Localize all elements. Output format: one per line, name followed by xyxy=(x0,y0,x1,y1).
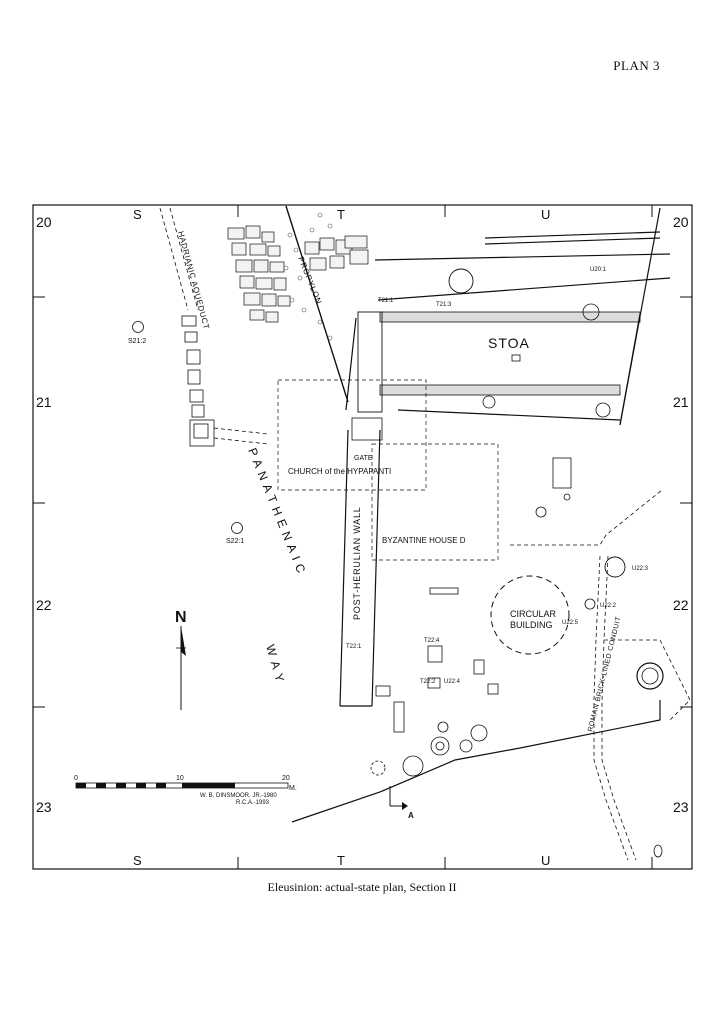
figure-caption: Eleusinion: actual-state plan, Section I… xyxy=(267,880,457,894)
label-u22-2: U22:2 xyxy=(600,603,617,609)
label-byzantine-house: BYZANTINE HOUSE D xyxy=(382,536,466,545)
byzantine-house-outline xyxy=(371,443,499,561)
lower-features xyxy=(370,457,572,777)
stoa-column-base-2 xyxy=(595,402,611,418)
excavation-boundary xyxy=(291,700,661,823)
label-hadrianic-aqueduct: HADRIANIC AQUEDUCT xyxy=(176,230,211,330)
round-basin-inner xyxy=(641,667,659,685)
propylon-masonry xyxy=(227,225,369,323)
small-ring xyxy=(563,493,571,501)
roman-conduit xyxy=(510,489,691,861)
marker-s22-1 xyxy=(231,522,243,534)
grid-row-right-20: 20 xyxy=(673,214,689,230)
label-s22-1: S22:1 xyxy=(226,538,244,545)
label-t21-1: T21:1 xyxy=(378,298,394,304)
scale-tick-0: 0 xyxy=(74,775,78,782)
grid-row-left-23: 23 xyxy=(36,799,52,815)
label-roman-conduit: ROMAN BRICK-LINED CONDUIT xyxy=(587,615,623,732)
round-basin xyxy=(636,662,664,690)
label-t22-2: T22:2 xyxy=(420,679,436,685)
grid-row-right-23: 23 xyxy=(673,799,689,815)
label-church: CHURCH of the HYPAPANTI xyxy=(288,467,391,476)
stoa-circle-feature xyxy=(582,303,600,321)
grid-row-right-21: 21 xyxy=(673,394,689,410)
section-marker-label: A xyxy=(408,811,414,820)
label-gate: GATE xyxy=(354,455,373,462)
grid-col-top-t: T xyxy=(337,207,345,222)
plan-number: PLAN 3 xyxy=(613,58,660,73)
marker-u20-1-circle xyxy=(448,268,474,294)
stoa-walls xyxy=(374,207,671,426)
label-u22-5: U22:5 xyxy=(562,620,579,626)
propylon-edge-line xyxy=(285,205,349,403)
scale-bar xyxy=(75,782,289,789)
label-t22-1: T22:1 xyxy=(346,644,362,650)
grid-ticks xyxy=(33,205,692,869)
church-outline xyxy=(277,379,427,491)
label-u22-4: U22:4 xyxy=(444,679,461,685)
marker-u22-3 xyxy=(604,556,626,578)
label-way: WAY xyxy=(263,643,289,689)
grid-col-top-u: U xyxy=(541,207,550,222)
grid-col-bottom-u: U xyxy=(541,853,550,868)
label-s21-2: S21:2 xyxy=(128,338,146,345)
stoa-column-base-1 xyxy=(482,395,496,409)
grid-row-left-22: 22 xyxy=(36,597,52,613)
grid-row-left-21: 21 xyxy=(36,394,52,410)
label-u20-1: U20:1 xyxy=(590,267,607,273)
map-frame xyxy=(32,204,693,870)
section-marker-arrowhead xyxy=(402,802,408,810)
scale-credit-2: R.C.A.-1993 xyxy=(236,800,270,806)
gate-structure xyxy=(351,417,383,441)
marker-s21-2 xyxy=(132,321,144,333)
label-circular-building-1: CIRCULAR xyxy=(510,609,557,619)
scale-tick-20: 20 xyxy=(282,775,290,782)
label-post-herulian-wall: POST-HERULIAN WALL xyxy=(352,506,362,620)
north-arrow xyxy=(176,626,186,710)
scale-credit-1: W. B. DINSMOOR, JR.-1980 xyxy=(200,793,277,799)
grid-row-right-22: 22 xyxy=(673,597,689,613)
circular-building xyxy=(490,575,570,655)
label-u22-3: U22:3 xyxy=(632,566,649,572)
hadrianic-aqueduct xyxy=(159,207,269,447)
grid-col-bottom-t: T xyxy=(337,853,345,868)
label-t21-3: T21:3 xyxy=(436,302,452,308)
label-circular-building-2: BUILDING xyxy=(510,620,553,630)
small-ring-2 xyxy=(535,506,547,518)
post-herulian-wall xyxy=(339,311,383,707)
scale-unit: M. xyxy=(289,785,297,792)
grid-col-bottom-s: S xyxy=(133,853,142,868)
north-arrow-label: N xyxy=(175,609,187,626)
marker-u22-2 xyxy=(584,598,596,610)
label-stoa: STOA xyxy=(488,335,530,351)
grid-col-top-s: S xyxy=(133,207,142,222)
scale-tick-10: 10 xyxy=(176,775,184,782)
label-t22-4: T22:4 xyxy=(424,638,440,644)
grid-row-left-20: 20 xyxy=(36,214,52,230)
